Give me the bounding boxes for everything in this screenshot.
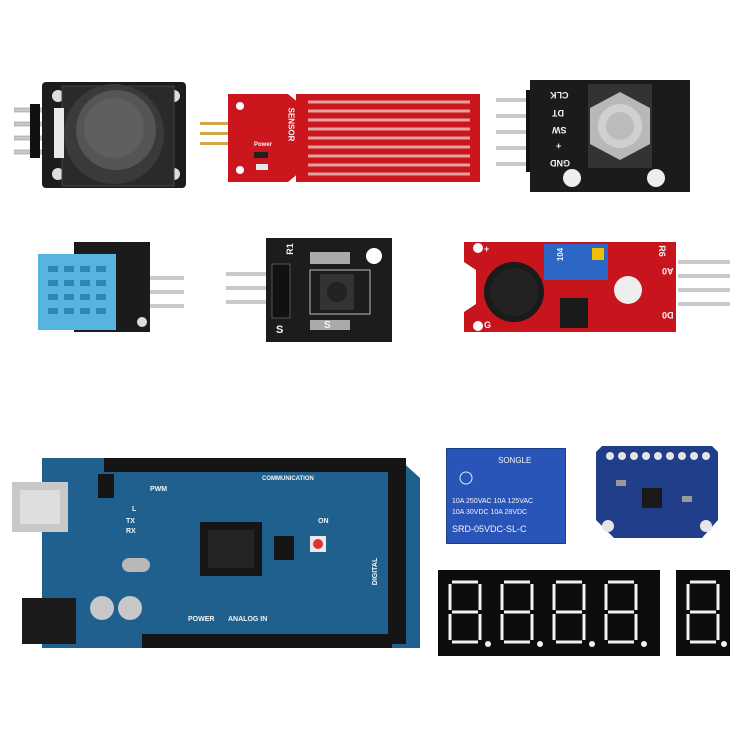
four-digit-display [438,570,660,656]
l-label: L [132,506,137,513]
sound-sensor: 104 R6 A0 D0 G + [456,232,730,342]
pin-label-sw: SW [552,125,567,135]
single-digit-display [676,570,730,656]
rx-label: RX [126,528,136,535]
digital-label: DIGITAL [372,557,380,586]
power-label: Power [254,142,273,148]
water-level-sensor: SENSOR Power [200,92,480,184]
tx-label: TX [126,518,135,525]
gyro-module [596,446,718,538]
d0-label: D0 [662,310,674,320]
g-label: G [484,320,492,330]
r6-label: R6 [656,245,667,257]
relay-model: SRD-05VDC-SL-C [452,524,527,534]
plus-label: + [484,244,490,254]
a0-label: A0 [662,266,674,276]
ir-receiver-module: R1 S S [226,236,392,342]
power-header-label: POWER [188,616,215,623]
relay-brand: SONGLE [498,456,532,465]
rotary-encoder: CLK DT SW + GND [496,78,692,192]
on-label: ON [318,518,329,525]
dht11-sensor [34,238,184,336]
communication-label: COMMUNICATION [262,476,314,482]
relay-rating-1: 10A 250VAC 10A 125VAC [452,498,534,505]
analog-in-label: ANALOG IN [228,616,268,623]
joystick-module [14,78,186,192]
pin-label-clk: CLK [550,90,569,100]
r1-label: R1 [284,243,295,255]
s-label: S [276,324,284,336]
arduino-mega: PWM TX RX L COMMUNICATION POWER ANALOG I… [12,448,424,656]
relay-rating-2: 10A 30VDC 10A 28VDC [452,509,528,516]
pin-label-gnd: GND [550,158,570,168]
sensor-label: SENSOR [286,107,296,142]
pin-label-dt: DT [552,108,564,118]
pwm-label: PWM [150,486,168,493]
relay-module: SONGLE 10A 250VAC 10A 125VAC 10A 30VDC 1… [446,448,566,544]
pin-label-plus: + [556,141,562,151]
s-label-2: S [324,320,331,331]
pot-label: 104 [556,247,566,262]
